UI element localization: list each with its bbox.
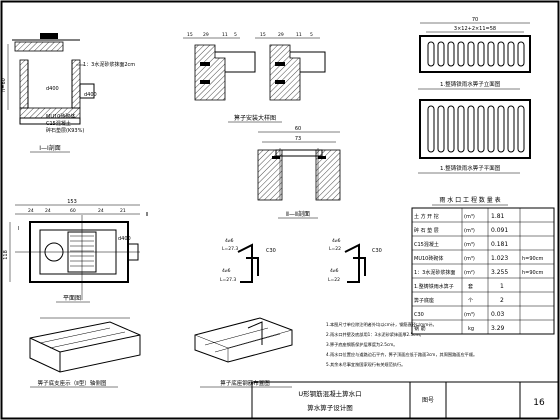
rebar-label-2: 4⌀6 (222, 268, 231, 274)
qty-row-8-unit: (m³) (464, 312, 475, 318)
qty-row-5-item: 1：3水泥砂浆抹面 (414, 269, 455, 276)
install-dim-a2: 29 (203, 32, 209, 38)
note-5: 5.其余未尽事宜按国家现行有关规范执行。 (326, 361, 405, 368)
section11-material-brick: MU10砖砌体 (46, 113, 75, 120)
qty-row-9-item: 钢 筋 (414, 325, 426, 332)
qty-row-4-qty: 1.023 (491, 255, 508, 262)
qty-row-2-item: 碎 石 垫 层 (414, 227, 439, 234)
plan-chain-dim-2: 24 (45, 208, 51, 214)
qty-row-4-unit: (m³) (464, 256, 475, 262)
grate-install-title: 箅子安装大样图 (234, 114, 276, 122)
plan-pipe-dim: d400 (118, 236, 131, 242)
install-dim-b2: 29 (278, 32, 284, 38)
quantities-title: 雨 水 口 工 程 数 量 表 (439, 196, 500, 204)
qty-row-3-item: C15混凝土 (414, 241, 439, 248)
rebar-length-1: L=27.3 (222, 246, 238, 252)
install-dim-a3: 11 (222, 32, 228, 38)
title-line-2: 箅水箅子设计图 (307, 403, 353, 412)
rebar-label-4: 4⌀6 (330, 268, 339, 274)
section11-mortar-note: 1：3水泥砂浆抹面2cm (83, 61, 135, 68)
grate-elevation-title: 1.整铸铁雨水箅子立面图 (440, 80, 501, 88)
quantities-table: 雨 水 口 工 程 数 量 表 土 方 开 挖 (m³) 1.81 碎 石 垫 … (411, 196, 555, 335)
qty-row-1-item: 土 方 开 挖 (414, 213, 439, 220)
grate-frame-rebar-title: 箅子底座钢筋布置图 (220, 379, 270, 387)
title-line-1: U形钢筋混凝土箅水口 (298, 389, 361, 398)
plan-total-dim: 153 (67, 199, 77, 205)
plan-chain-dim-4: 24 (98, 208, 104, 214)
section11-height-dim: h=60 (1, 78, 7, 92)
grate-slot-dim: 3×12+2×11=58 (454, 26, 496, 32)
rebar-concrete-2: C30 (372, 248, 382, 254)
plan-chain-dim-5: 21 (120, 208, 126, 214)
title-block: U形钢筋混凝土箅水口 箅水箅子设计图 图号 16 (251, 381, 559, 419)
qty-row-4-item: MU10砖砌体 (414, 255, 443, 262)
plan-title: 平面图 (63, 295, 81, 302)
note-1: 1.本图尺寸单位除注明者外均以cm计，钢筋直径以mm计。 (326, 321, 437, 328)
qty-row-6-qty: 1 (500, 283, 504, 290)
rebar-length-3: L=22 (329, 246, 341, 252)
qty-row-5-note: h=90cm (522, 270, 543, 276)
note-2: 2.雨水口井壁及底部用1：3水泥砂浆抹面厚2.5cm。 (326, 331, 424, 338)
rebar-label-3: 4⌀6 (332, 238, 341, 244)
note-3: 3.箅子底座钢筋保护层厚度为2.5cm。 (326, 341, 397, 348)
rebar-concrete-1: C30 (266, 248, 276, 254)
plan-side-dim: 118 (3, 250, 9, 260)
section-2-2-view: 60 73 Ⅱ—Ⅱ剖面 (257, 126, 341, 219)
section22-dim-60: 60 (295, 126, 301, 132)
rebar-length-2: L=27.3 (220, 277, 236, 283)
section11-material-concrete: C15混凝土 (46, 120, 71, 127)
qty-row-5-qty: 3.255 (491, 269, 508, 276)
general-notes: 1.本图尺寸单位除注明者外均以cm计，钢筋直径以mm计。 2.雨水口井壁及底部用… (326, 321, 477, 368)
rebar-label-1: 4⌀6 (225, 238, 234, 244)
qty-row-7-qty: 2 (500, 297, 504, 304)
qty-row-8-item: C30 (414, 312, 424, 318)
qty-row-2-qty: 0.091 (491, 227, 508, 234)
qty-row-2-unit: (m³) (464, 228, 475, 234)
qty-row-9-unit: kg (468, 326, 474, 332)
grate-plan-title: 1.整铸铁雨水箅子平面图 (440, 164, 501, 172)
plan-marker-i: Ⅰ (18, 226, 19, 232)
note-4: 4.雨水口位置应与道路边石平齐，箅子顶面应低于路面3cm，其周围路面应平顺。 (326, 351, 477, 358)
section22-title: Ⅱ—Ⅱ剖面 (286, 210, 310, 218)
qty-row-5-unit: (m²) (464, 270, 475, 276)
section11-title: Ⅰ—Ⅰ剖面 (39, 144, 61, 152)
rebar-details: 4⌀6 L=27.3 4⌀6 L=27.3 C30 4⌀6 L=22 4⌀6 L… (194, 238, 382, 388)
qty-row-9-qty: 3.29 (491, 325, 505, 332)
install-dim-a1: 15 (187, 32, 193, 38)
install-dim-b3: 11 (296, 32, 302, 38)
qty-row-1-qty: 1.81 (491, 213, 505, 220)
qty-row-3-unit: (m³) (464, 242, 475, 248)
section22-dim-73: 73 (295, 136, 301, 142)
sheet-number-label: 图号 (422, 397, 434, 404)
qty-row-7-unit: 个 (468, 298, 473, 304)
section11-material-gravel: 碎石垫层(K93%) (46, 127, 84, 134)
qty-row-7-item: 箅子底座 (414, 297, 434, 304)
grate-install-detail: 15 29 11 5 15 29 11 5 箅子安装大样图 (183, 32, 326, 123)
grate-frame-axon-title: 箅子底支座示（Ⅱ型）轴侧图 (38, 379, 107, 387)
plan-chain-dim-3: 60 (70, 208, 76, 214)
install-dim-a4: 5 (234, 32, 237, 38)
rebar-length-4: L=22 (328, 277, 340, 283)
section11-pipe-dim-2: d400 (84, 92, 97, 98)
plan-marker-ii: Ⅱ (146, 212, 148, 218)
qty-row-3-qty: 0.181 (491, 241, 508, 248)
qty-row-4-note: h=90cm (522, 256, 543, 262)
install-dim-b1: 15 (260, 32, 266, 38)
grate-frame-axonometric: 箅子底支座示（Ⅱ型）轴侧图 (29, 317, 141, 388)
section-1-1-view: h=60 1：3水泥砂浆抹面2cm d400 d400 MU10砖砌体 C15混… (1, 33, 135, 153)
grate-width-dim: 70 (472, 17, 478, 23)
section11-pipe-dim: d400 (46, 86, 59, 92)
install-dim-b4: 5 (310, 32, 313, 38)
qty-row-6-item: 1.整铸铁雨水箅子 (414, 283, 454, 290)
grate-detail-views: 70 3×12+2×11=58 1.整铸铁雨水箅子立面图 (418, 17, 531, 174)
qty-row-6-unit: 套 (468, 283, 473, 290)
qty-row-8-qty: 0.03 (491, 311, 505, 318)
grate-slots-elevation (427, 41, 525, 67)
plan-chain-dim-1: 24 (28, 208, 34, 214)
sheet-number: 16 (533, 398, 545, 408)
qty-row-1-unit: (m³) (464, 214, 475, 220)
grate-slots-plan (427, 105, 525, 153)
plan-view: 153 24 24 60 24 21 d400 118 Ⅰ Ⅱ 平面图 (3, 199, 148, 303)
